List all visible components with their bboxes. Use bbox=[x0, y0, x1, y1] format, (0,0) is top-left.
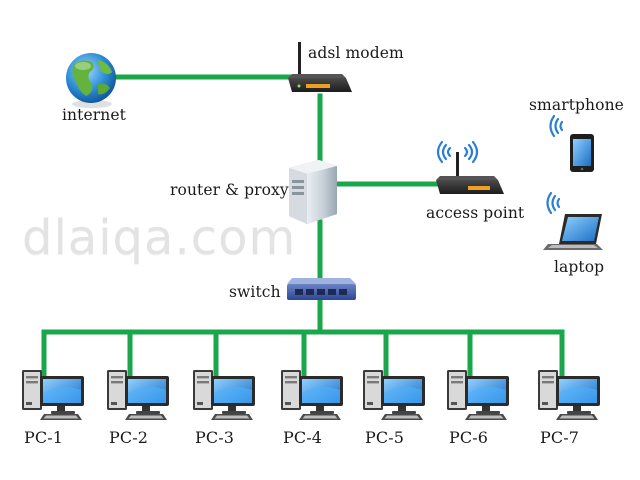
label-pc-7: PC-7 bbox=[540, 428, 579, 447]
label-router-proxy: router & proxy bbox=[170, 181, 289, 199]
label-laptop: laptop bbox=[554, 258, 605, 276]
smartphone-icon bbox=[549, 114, 594, 172]
laptop-icon bbox=[543, 191, 603, 250]
network-switch-icon bbox=[287, 278, 356, 300]
globe-icon bbox=[66, 53, 116, 108]
label-pc-5: PC-5 bbox=[365, 428, 404, 447]
pc-5-icon bbox=[363, 370, 425, 420]
label-pc-4: PC-4 bbox=[283, 428, 322, 447]
pc-1-icon bbox=[22, 370, 84, 420]
pc-2-icon bbox=[107, 370, 169, 420]
label-pc-2: PC-2 bbox=[109, 428, 148, 447]
label-pc-3: PC-3 bbox=[195, 428, 234, 447]
links bbox=[41, 74, 565, 377]
pc-6-icon bbox=[447, 370, 509, 420]
pc-3-icon bbox=[193, 370, 255, 420]
pc-7-icon bbox=[538, 370, 600, 420]
pc-4-icon bbox=[281, 370, 343, 420]
watermark: dlaiqa.com bbox=[22, 210, 297, 266]
modem-icon bbox=[288, 42, 352, 92]
wireless-router-icon bbox=[436, 140, 504, 194]
label-adsl-modem: adsl modem bbox=[308, 44, 404, 62]
label-smartphone: smartphone bbox=[529, 96, 624, 114]
server-tower-icon bbox=[289, 160, 337, 224]
label-pc-1: PC-1 bbox=[24, 428, 63, 447]
wifi-signal-icon bbox=[436, 140, 479, 164]
label-internet: internet bbox=[62, 106, 126, 124]
label-pc-6: PC-6 bbox=[449, 428, 488, 447]
label-access-point: access point bbox=[426, 204, 525, 222]
label-switch: switch bbox=[229, 283, 281, 301]
